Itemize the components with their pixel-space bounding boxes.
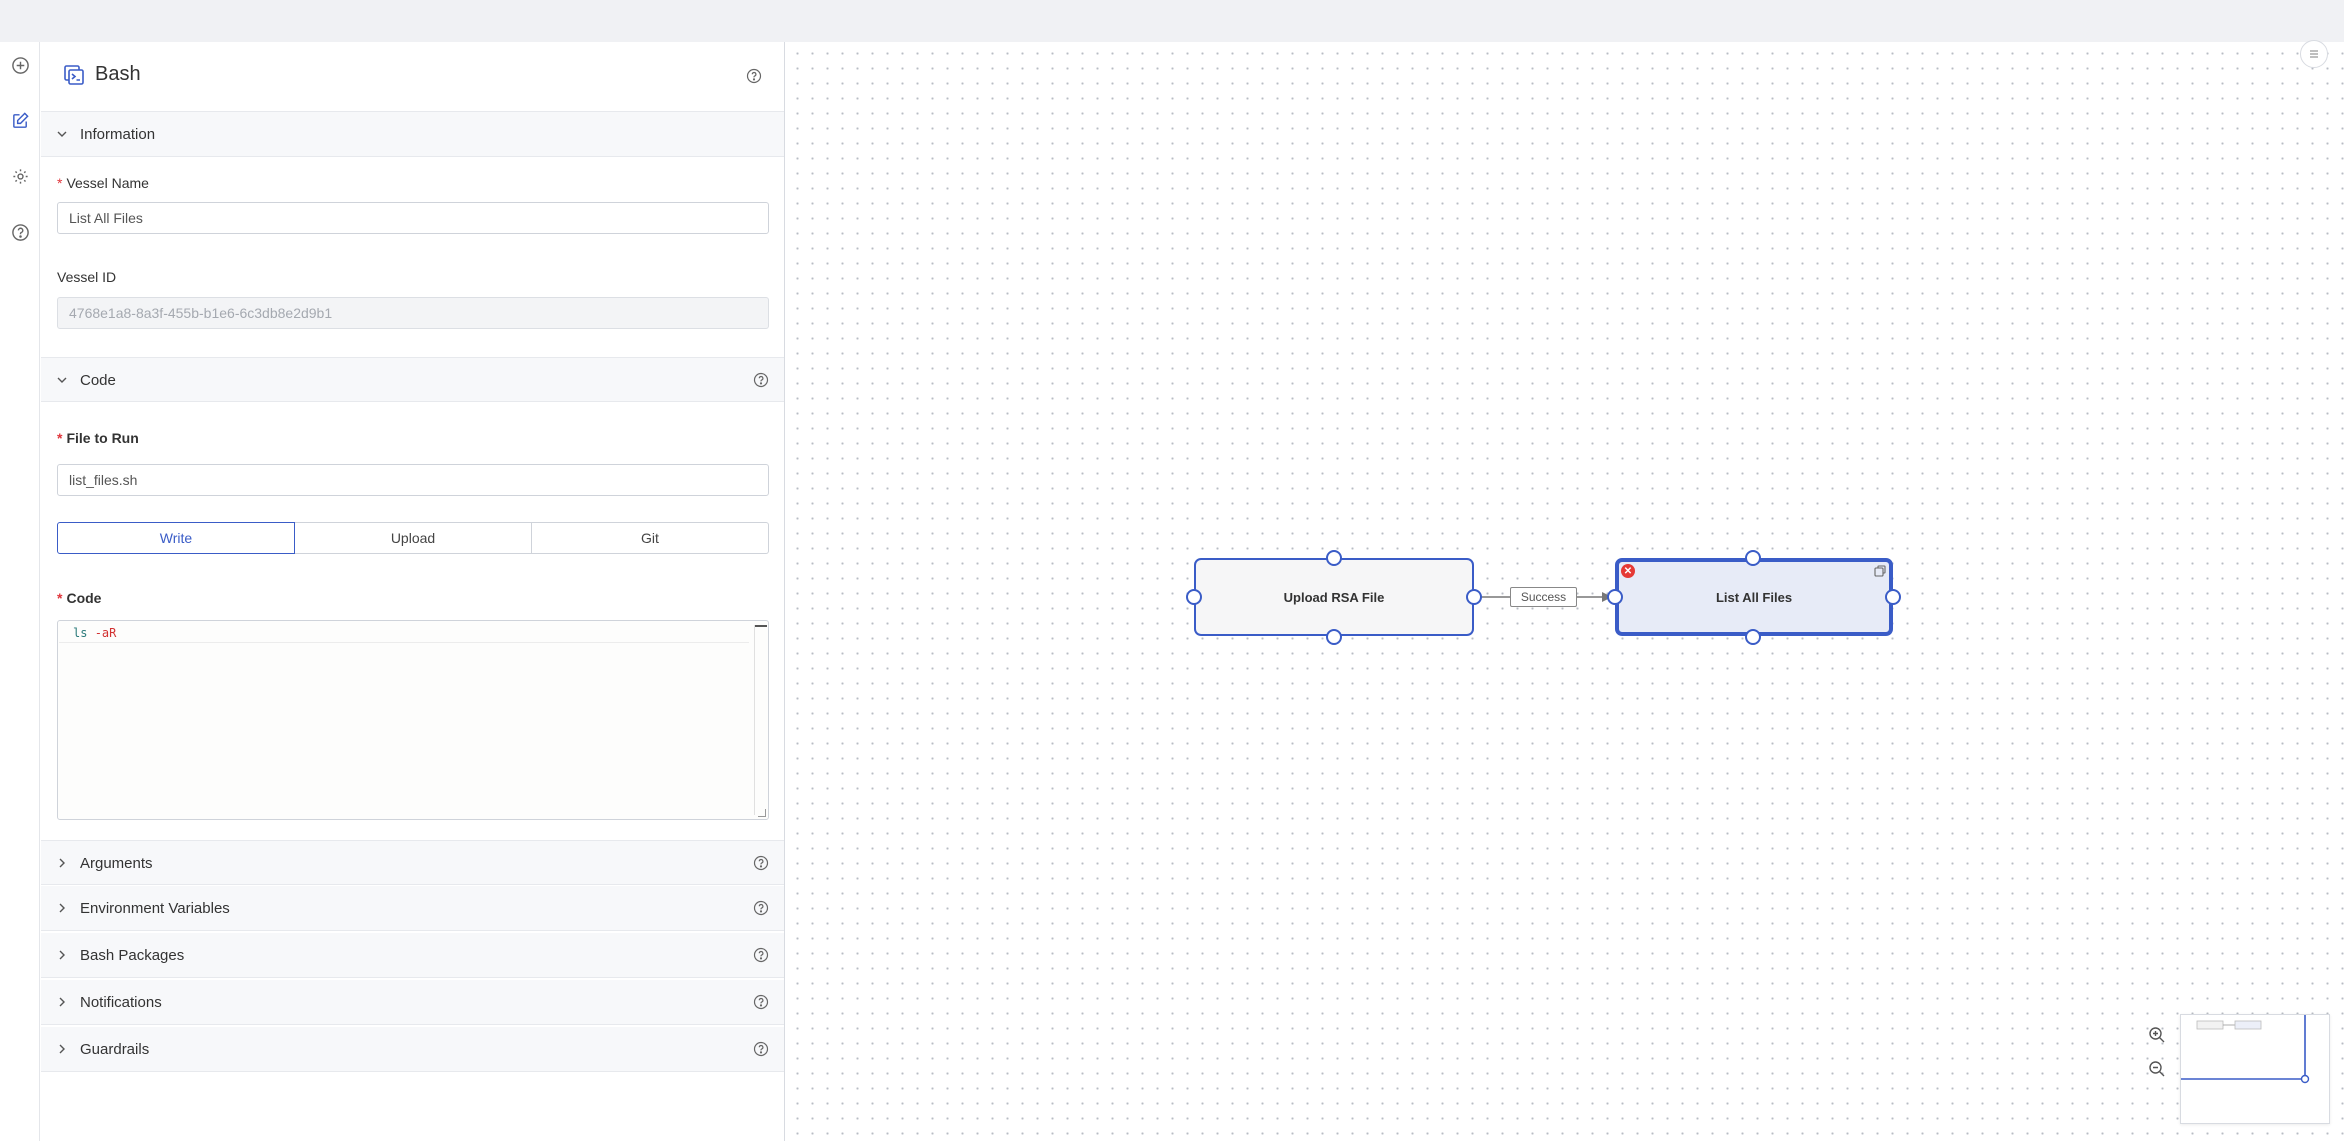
help-icon[interactable] [7,219,33,245]
node-handle-left[interactable] [1186,589,1202,605]
section-label: Code [80,372,116,389]
section-label: Information [80,126,156,143]
chevron-right-icon [55,1042,69,1056]
resize-handle[interactable] [758,809,766,817]
gear-icon[interactable] [7,163,33,189]
vessel-name-input[interactable]: List All Files [57,202,769,234]
section-environment-variables-header[interactable]: Environment Variables [41,886,784,931]
section-arguments-header[interactable]: Arguments [41,840,784,885]
chevron-down-icon [55,127,69,141]
git-tab[interactable]: Git [532,522,769,554]
help-icon[interactable] [753,372,769,388]
properties-panel: Bash Information *Vessel Name List All F… [41,42,785,1141]
vessel-id-label: Vessel ID [57,269,117,285]
section-label: Guardrails [80,1041,150,1058]
bash-logo-icon [62,63,86,87]
panel-header: Bash [41,42,784,112]
vessel-name-label: *Vessel Name [57,175,149,191]
copy-icon[interactable] [1873,564,1887,578]
node-handle-right[interactable] [1466,589,1482,605]
section-label: Environment Variables [80,900,230,917]
help-icon[interactable] [753,1041,769,1057]
editor-scrollbar[interactable] [754,625,767,815]
code-label: *Code [57,590,102,606]
section-label: Notifications [80,994,162,1011]
file-to-run-label: *File to Run [57,430,139,446]
chevron-right-icon [55,948,69,962]
minimap[interactable] [2180,1014,2330,1124]
section-bash-packages-header[interactable]: Bash Packages [41,933,784,978]
left-icon-rail [0,42,40,1141]
code-editor[interactable]: ls -aR [57,620,769,820]
zoom-out-icon[interactable] [2146,1058,2168,1080]
section-code-header[interactable]: Code [41,357,784,402]
edit-icon[interactable] [7,107,33,133]
chevron-right-icon [55,901,69,915]
section-label: Arguments [80,855,153,872]
panel-title: Bash [95,63,141,85]
help-icon[interactable] [753,947,769,963]
help-icon[interactable] [746,68,762,84]
node-handle-right[interactable] [1885,589,1901,605]
chevron-right-icon [55,995,69,1009]
section-label: Bash Packages [80,947,185,964]
add-icon[interactable] [7,52,33,78]
help-icon[interactable] [753,855,769,871]
workflow-node[interactable]: Upload RSA File [1194,558,1474,636]
menu-icon[interactable] [2300,40,2328,68]
node-handle-left[interactable] [1607,589,1623,605]
code-source-toggle: Write Upload Git [57,522,769,554]
vessel-id-input: 4768e1a8-8a3f-455b-b1e6-6c3db8e2d9b1 [57,297,769,329]
upload-tab[interactable]: Upload [295,522,532,554]
node-handle-top[interactable] [1326,550,1342,566]
edge-label[interactable]: Success [1510,587,1577,607]
minimap-view [2181,1015,2310,1084]
chevron-right-icon [55,856,69,870]
workflow-node-selected[interactable]: List All Files [1615,558,1893,636]
section-notifications-header[interactable]: Notifications [41,980,784,1025]
error-icon: ✕ [1621,564,1635,578]
file-to-run-input[interactable]: list_files.sh [57,464,769,496]
section-information-header[interactable]: Information [41,112,784,157]
node-handle-bottom[interactable] [1745,629,1761,645]
write-tab[interactable]: Write [57,522,295,554]
help-icon[interactable] [753,900,769,916]
chevron-down-icon [55,373,69,387]
help-icon[interactable] [753,994,769,1010]
zoom-in-icon[interactable] [2146,1024,2168,1046]
code-line[interactable]: ls -aR [59,622,749,643]
section-guardrails-header[interactable]: Guardrails [41,1027,784,1072]
top-bar [0,0,2344,42]
node-handle-top[interactable] [1745,550,1761,566]
node-handle-bottom[interactable] [1326,629,1342,645]
